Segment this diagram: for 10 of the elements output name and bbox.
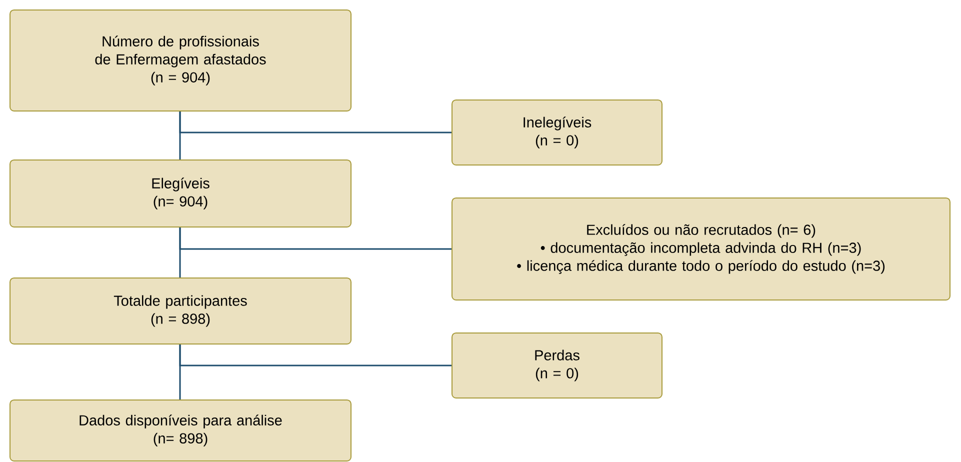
process-box: Elegíveis (n= 904) [10, 160, 352, 228]
process-box: Inelegíveis (n = 0) [452, 100, 662, 166]
connector-line [179, 228, 452, 250]
process-box: Número de profissionais de Enfermagem afastados (n = 904) [10, 10, 352, 112]
connector-line [179, 112, 452, 134]
process-box: Totalde participantes (n = 898) [10, 277, 352, 344]
process-box: Perdas (n = 0) [452, 332, 662, 398]
connector-line [179, 344, 452, 366]
process-box: Excluídos ou não recrutados (n= 6) • documentação incompleta advinda do RH (n=3) • licença médica durante todo o período do estudo (n=3) [452, 198, 950, 300]
process-box: Dados disponíveis para análise (n= 898) [10, 399, 352, 462]
